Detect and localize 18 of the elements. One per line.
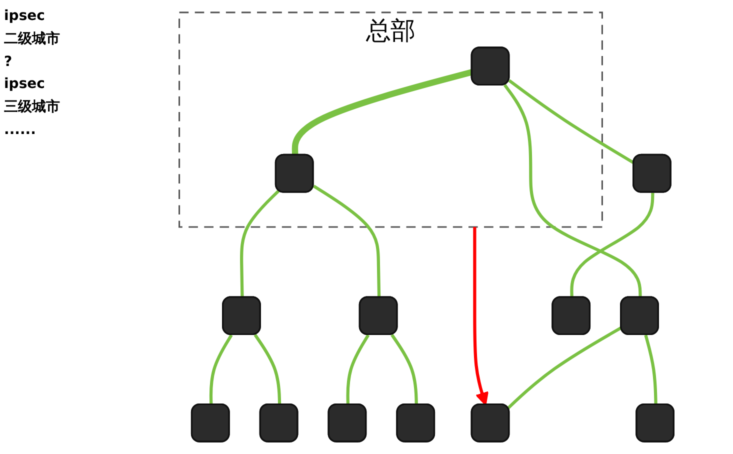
note-label: 二级城市 bbox=[4, 30, 61, 48]
connector bbox=[503, 84, 642, 298]
note-label: ipsec bbox=[4, 76, 46, 92]
connector bbox=[254, 334, 282, 406]
connector bbox=[644, 334, 658, 406]
note-label: ipsec bbox=[4, 8, 46, 24]
connector bbox=[507, 326, 622, 410]
connector bbox=[570, 192, 654, 298]
note-label: ...... bbox=[4, 122, 37, 138]
connector bbox=[209, 334, 233, 406]
connector bbox=[390, 334, 418, 406]
arrow bbox=[473, 227, 489, 406]
cluster: 总部 bbox=[178, 12, 603, 228]
connector bbox=[312, 184, 381, 298]
connector bbox=[346, 334, 370, 406]
connector bbox=[240, 190, 280, 298]
note-label: ? bbox=[4, 54, 14, 70]
note-label: 三级城市 bbox=[4, 98, 61, 116]
